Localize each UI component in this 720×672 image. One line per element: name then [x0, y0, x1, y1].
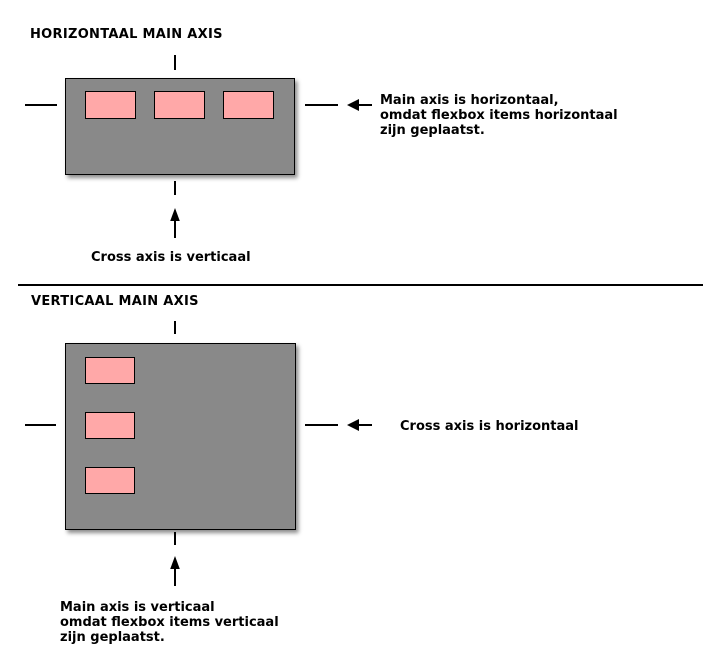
flex-item — [85, 467, 135, 494]
main-axis-tick-left — [25, 104, 57, 106]
cross-axis-tick-right — [305, 424, 338, 426]
label-line: Main axis is verticaal — [60, 600, 215, 615]
cross-axis-tick-left — [25, 424, 56, 426]
main-axis-tick-top — [174, 321, 176, 334]
main-axis-description: Main axis is verticaal omdat flexbox ite… — [60, 600, 279, 645]
cross-axis-tick-top — [174, 55, 176, 70]
cross-axis-description: Cross axis is horizontaal — [400, 419, 579, 434]
flex-item — [223, 91, 274, 119]
label-line: Cross axis is horizontaal — [400, 419, 579, 434]
flex-item — [85, 357, 135, 384]
left-arrow-icon — [347, 418, 373, 432]
section-heading: HORIZONTAAL MAIN AXIS — [30, 27, 223, 42]
flex-container-vertical — [65, 343, 296, 530]
section-heading: VERTICAAL MAIN AXIS — [31, 294, 199, 309]
cross-axis-description: Cross axis is verticaal — [91, 250, 251, 265]
label-line: omdat flexbox items verticaal — [60, 615, 279, 630]
flex-item — [85, 412, 135, 439]
up-arrow-icon — [168, 556, 182, 586]
left-arrow-icon — [347, 98, 373, 112]
main-axis-tick-bottom — [174, 532, 176, 545]
cross-axis-tick-bottom — [174, 181, 176, 195]
section-divider — [18, 284, 703, 286]
flex-container-horizontal — [65, 78, 295, 175]
up-arrow-icon — [168, 208, 182, 238]
label-line: Cross axis is verticaal — [91, 250, 251, 265]
label-line: omdat flexbox items horizontaal — [380, 108, 618, 123]
flex-item — [154, 91, 205, 119]
flex-item — [85, 91, 136, 119]
main-axis-description: Main axis is horizontaal, omdat flexbox … — [380, 93, 618, 138]
label-line: zijn geplaatst. — [380, 123, 485, 138]
label-line: Main axis is horizontaal, — [380, 93, 559, 108]
label-line: zijn geplaatst. — [60, 630, 165, 645]
main-axis-tick-right — [305, 104, 338, 106]
